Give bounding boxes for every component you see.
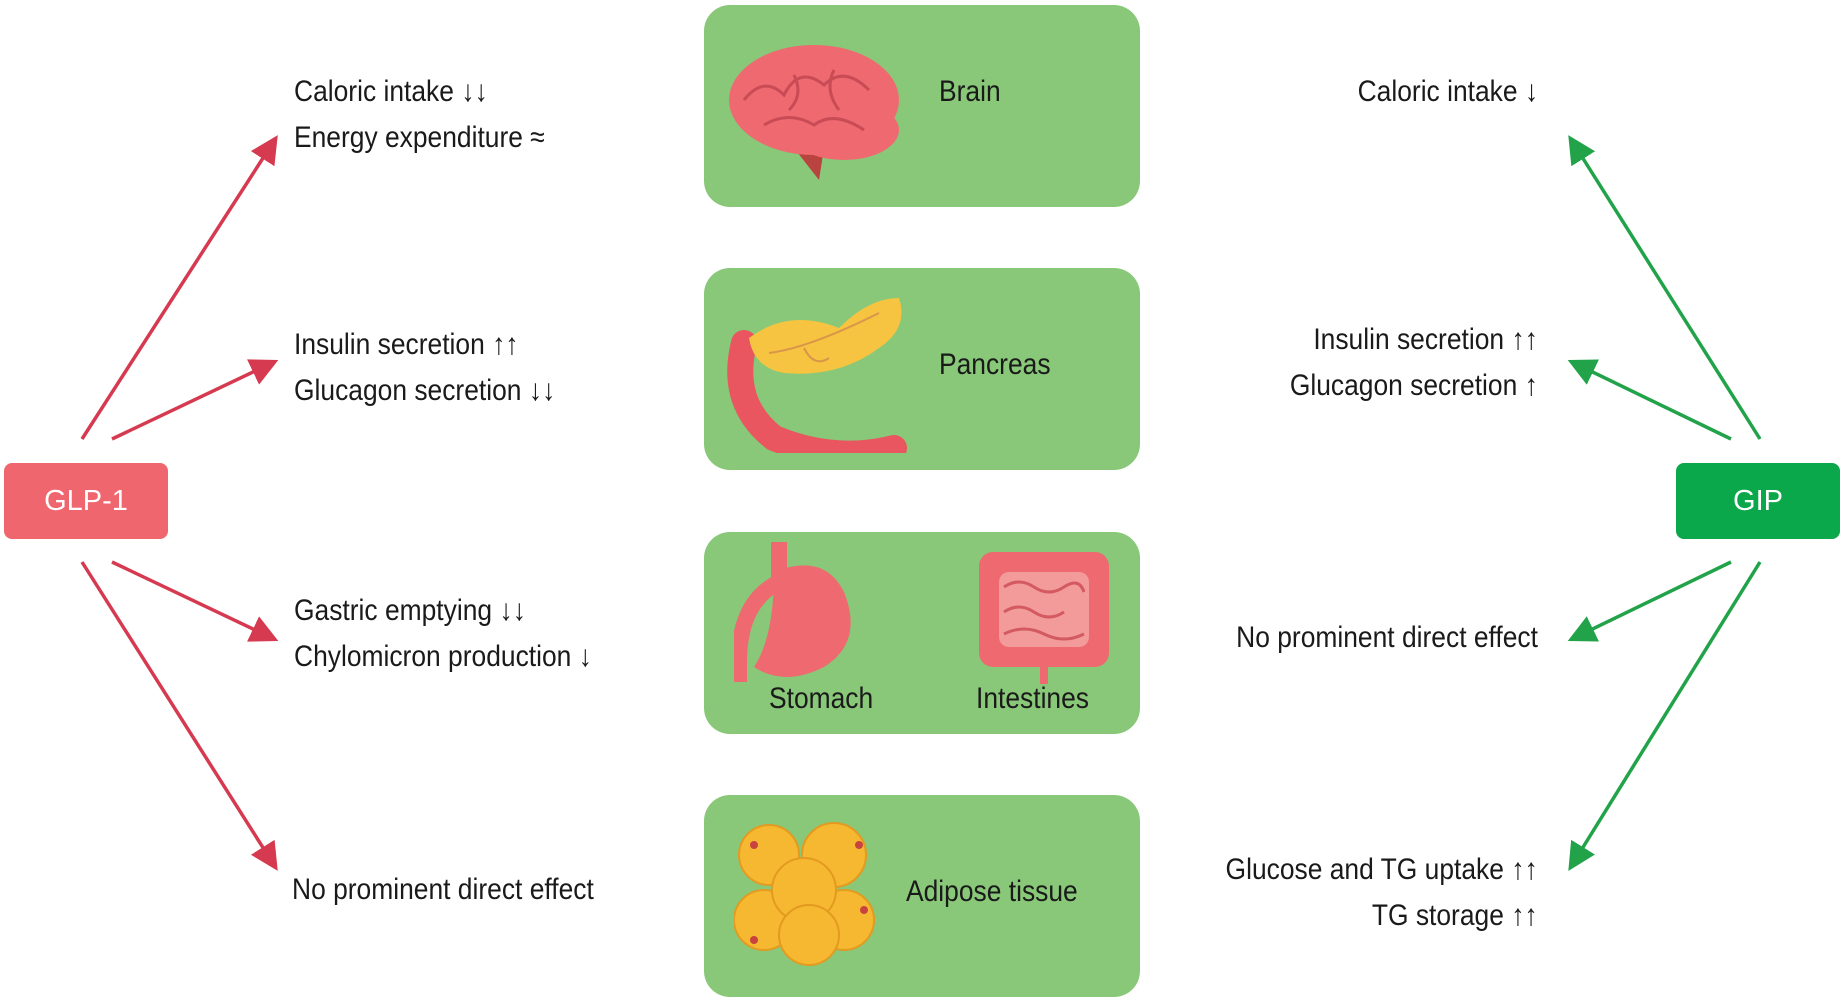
brain-label: Brain	[939, 75, 1001, 108]
arrow-gip-adipose	[1568, 561, 1762, 871]
arrow-glp1-brain	[80, 135, 278, 440]
arrow-glp1-gut	[111, 560, 279, 642]
brain-box: Brain	[704, 5, 1140, 207]
glp1-brain-effects: Caloric intake ↓↓ Energy expenditure ≈	[294, 69, 545, 161]
effect-text: TG storage ↑↑	[1372, 899, 1538, 932]
effect-text: Energy expenditure ≈	[294, 121, 545, 154]
gip-brain-effects: Caloric intake ↓	[1358, 69, 1538, 115]
effect-text: Glucagon secretion ↓↓	[294, 374, 556, 407]
effect-text: No prominent direct effect	[292, 873, 594, 906]
gip-adipose-effects: Glucose and TG uptake ↑↑ TG storage ↑↑	[1226, 847, 1538, 939]
effect-text: No prominent direct effect	[1236, 621, 1538, 654]
glp1-gut-effects: Gastric emptying ↓↓ Chylomicron productio…	[294, 588, 592, 680]
stomach-label: Stomach	[769, 682, 874, 715]
adipose-box: Adipose tissue	[704, 795, 1140, 997]
arrow-glp1-pancreas	[111, 359, 279, 441]
intestines-icon	[979, 552, 1109, 684]
pancreas-icon	[727, 298, 907, 453]
stomach-icon	[734, 542, 851, 682]
arrow-gip-pancreas	[1567, 359, 1732, 441]
gip-pancreas-effects: Insulin secretion ↑↑ Glucagon secretion ↑	[1290, 317, 1538, 409]
gip-box: GIP	[1676, 463, 1840, 539]
effect-text: Caloric intake ↓	[1357, 75, 1538, 108]
pancreas-box: Pancreas	[704, 268, 1140, 470]
effect-text: Gastric emptying ↓↓	[294, 594, 526, 627]
glp1-pancreas-effects: Insulin secretion ↑↑ Glucagon secretion ↓…	[294, 322, 555, 414]
effect-text: Chylomicron production ↓	[294, 640, 592, 673]
gip-gut-effects: No prominent direct effect	[1236, 615, 1538, 661]
effect-text: Insulin secretion ↑↑	[294, 328, 519, 361]
gut-box: Stomach Intestines	[704, 532, 1140, 734]
effect-text: Glucagon secretion ↑	[1289, 369, 1538, 402]
adipose-icon	[734, 822, 875, 966]
glp1-box: GLP-1	[4, 463, 168, 539]
pancreas-label: Pancreas	[939, 348, 1051, 381]
effect-text: Insulin secretion ↑↑	[1313, 323, 1538, 356]
glp1-adipose-effects: No prominent direct effect	[292, 867, 594, 913]
arrow-gip-brain	[1568, 135, 1762, 440]
arrow-glp1-adipose	[80, 561, 278, 871]
adipose-label: Adipose tissue	[906, 875, 1078, 908]
intestines-label: Intestines	[976, 682, 1090, 715]
effect-text: Glucose and TG uptake ↑↑	[1225, 853, 1538, 886]
brain-icon	[729, 45, 899, 180]
effect-text: Caloric intake ↓↓	[294, 75, 488, 108]
arrow-gip-gut	[1567, 560, 1732, 642]
